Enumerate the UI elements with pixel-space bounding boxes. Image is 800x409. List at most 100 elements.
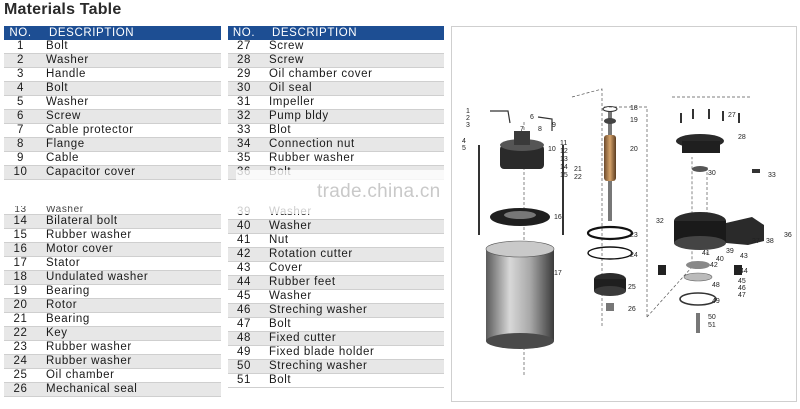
callout-21: 21 [574,166,582,173]
callout-17: 17 [554,270,562,277]
row-number: 14 [4,214,37,229]
callout-28: 28 [738,134,746,141]
row-description: Rubber feet [260,275,444,290]
table-header-row: NO. DESCRIPTION [4,26,221,40]
row-description: Washer [37,53,221,69]
row-number: 44 [228,275,260,290]
row-description: Rubber washer [37,340,221,355]
callout-20: 20 [630,146,638,153]
callout-50: 50 [708,314,716,321]
callout-3: 3 [466,122,470,129]
callout-26: 26 [628,306,636,313]
row-number: 19 [4,284,37,299]
exploded-view-diagram: 1 2 3 4 5 6 7 8 9 10 11 12 13 14 15 16 1… [451,26,797,402]
row-number: 5 [4,95,37,111]
row-number: 22 [4,326,37,341]
row-number: 31 [228,95,260,111]
callout-4: 4 [462,138,466,145]
callout-12: 12 [560,148,568,155]
callout-11: 11 [560,140,567,147]
pump-body-assembly [674,134,764,250]
callout-15: 15 [560,172,568,179]
row-description: Rotor [37,298,221,313]
callout-32: 32 [656,218,664,225]
row-description: Mechanical seal [37,382,221,397]
callout-40: 40 [716,256,724,263]
rotor-shaft [602,106,618,221]
callout-23: 23 [630,232,638,239]
row-description: Rubber washer [37,228,221,243]
callout-27: 27 [728,112,736,119]
row-description: Cable protector [37,123,221,139]
table-gap [4,179,221,206]
row-number: 8 [4,137,37,153]
page-title: Materials Table [4,1,122,18]
callout-43: 43 [740,253,748,260]
row-number: 27 [228,40,260,55]
row-description: Capacitor cover [37,165,221,181]
row-number: 15 [4,228,37,243]
row-description: Washer [37,95,221,111]
top-cover-assembly [490,110,553,169]
row-description: Screw [260,53,444,69]
row-number: 10 [4,165,37,181]
row-number: 48 [228,331,260,346]
pump-exploded-drawing: 1 2 3 4 5 6 7 8 9 10 11 12 13 14 15 16 1… [462,88,792,377]
row-number: 47 [228,317,260,332]
row-number: 17 [4,256,37,271]
callout-33: 33 [768,172,776,179]
row-description: Fixed cutter [260,331,444,346]
row-description: Fixed blade holder [260,345,444,360]
row-description: Rubber washer [37,354,221,369]
callout-18: 18 [630,105,638,112]
row-description: Stator [37,256,221,271]
row-number: 42 [228,247,260,262]
cutter-assembly [658,261,742,333]
row-number: 6 [4,109,37,125]
row-description: Washer [260,219,444,234]
callout-41: 41 [702,250,710,257]
row-number: 45 [228,289,260,304]
row-number: 20 [4,298,37,313]
row-description: Pump bldy [260,109,444,125]
row-number: 29 [228,67,260,83]
row-number: 34 [228,137,260,153]
callout-36: 36 [784,232,792,239]
row-description: Bolt [260,317,444,332]
row-number: 33 [228,123,260,139]
row-number: 9 [4,151,37,167]
small-screws [478,109,760,235]
row-number: 41 [228,233,260,248]
callout-1: 1 [466,108,470,115]
row-number: 25 [4,368,37,383]
row-description: Oil chamber [37,368,221,383]
row-description: Bolt [37,81,221,97]
column-header-no: NO. [228,26,260,40]
callout-9: 9 [552,122,556,129]
callout-30: 30 [708,170,716,177]
row-description: Rubber washer [260,151,444,167]
row-number: 46 [228,303,260,318]
